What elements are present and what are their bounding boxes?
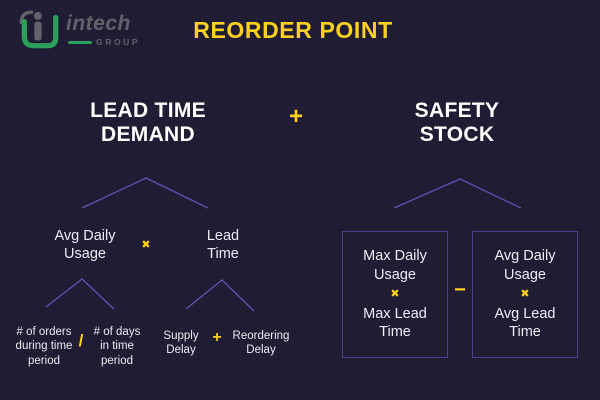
multiply-operator-box1: ✖ bbox=[390, 288, 400, 301]
multiply-operator-box2: ✖ bbox=[520, 288, 530, 301]
logo-green-underline bbox=[68, 40, 92, 44]
branch-avg-daily-usage bbox=[45, 278, 115, 310]
safety-stock-heading: SAFETY STOCK bbox=[414, 99, 500, 147]
avg-daily-usage-label: Avg Daily Usage bbox=[494, 247, 556, 283]
avg-usage-box: Avg Daily Usage ✖ Avg Lead Time bbox=[472, 231, 578, 358]
minus-operator: − bbox=[454, 279, 466, 301]
plus-operator-main: + bbox=[288, 103, 303, 130]
branch-lead-time-demand bbox=[81, 177, 209, 209]
divide-operator: / bbox=[78, 331, 84, 350]
lead-time-node: Lead Time bbox=[206, 228, 240, 262]
page-title: REORDER POINT bbox=[193, 17, 393, 43]
intech-logo: intech GROUP bbox=[16, 8, 140, 52]
intech-logo-icon bbox=[19, 10, 59, 49]
branch-lead-time bbox=[185, 279, 255, 312]
orders-during-period-leaf: # of orders during time period bbox=[15, 326, 73, 367]
logo-group-label: GROUP bbox=[96, 37, 141, 48]
plus-operator-delays: + bbox=[212, 329, 222, 346]
reordering-delay-leaf: Reordering Delay bbox=[232, 330, 290, 357]
avg-lead-time-label: Avg Lead Time bbox=[494, 305, 556, 341]
logo-subline: GROUP bbox=[68, 37, 140, 47]
branch-safety-stock bbox=[393, 178, 522, 209]
max-daily-usage-label: Max Daily Usage bbox=[363, 247, 427, 283]
multiply-operator-left: ✖ bbox=[141, 239, 151, 251]
lead-time-demand-heading: LEAD TIME DEMAND bbox=[90, 99, 206, 147]
intech-logo-text: intech GROUP bbox=[66, 12, 140, 47]
logo-wordmark: intech bbox=[66, 12, 131, 35]
max-usage-box: Max Daily Usage ✖ Max Lead Time bbox=[342, 231, 448, 358]
max-lead-time-label: Max Lead Time bbox=[363, 305, 427, 341]
supply-delay-leaf: Supply Delay bbox=[163, 330, 199, 357]
avg-daily-usage-node: Avg Daily Usage bbox=[54, 228, 116, 262]
days-in-period-leaf: # of days in time period bbox=[93, 326, 141, 367]
